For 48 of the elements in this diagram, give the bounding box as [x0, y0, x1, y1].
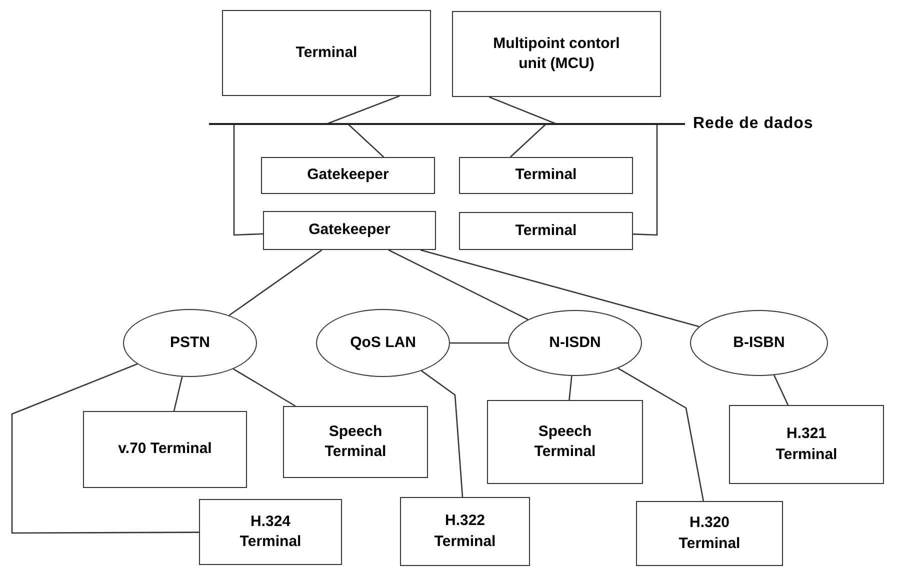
device-box [83, 411, 247, 488]
connector-line [568, 376, 572, 400]
connector-line [450, 342, 508, 344]
device-box [452, 11, 661, 97]
node-label: H.324 Terminal [238, 512, 302, 552]
node-label: B-ISBN [733, 332, 785, 353]
device-box [283, 406, 428, 478]
node-label: v.70 Terminal [118, 439, 212, 460]
device-box [459, 212, 633, 250]
node-label: H.322 Terminal [433, 511, 497, 552]
connector-line [326, 95, 400, 125]
node-label: Terminal [515, 165, 577, 186]
connector-line [420, 249, 700, 328]
node-label: PSTN [170, 332, 210, 353]
network-label: Rede de dados [693, 115, 814, 133]
device-box [400, 497, 530, 566]
connector-line [774, 374, 789, 406]
device-box [636, 501, 783, 566]
connector-line [233, 124, 264, 236]
device-box [261, 157, 435, 194]
node-label: Gatekeeper [307, 165, 389, 186]
node-label: Speech Terminal [324, 422, 388, 462]
node-label: Terminal [296, 42, 358, 63]
connector-line [11, 363, 199, 534]
connector-line [232, 368, 296, 407]
connector-line [421, 370, 464, 498]
node-label: H.320 Terminal [678, 513, 742, 554]
connector-line [348, 124, 384, 158]
connector-line [173, 376, 183, 412]
node-label: Gatekeeper [308, 220, 390, 240]
node-label: QoS LAN [350, 332, 416, 353]
node-label: Speech Terminal [533, 422, 597, 462]
node-label: Terminal [515, 220, 577, 241]
connector-line [388, 249, 528, 320]
connector-line [632, 124, 658, 236]
device-box [459, 157, 633, 194]
device-box [263, 211, 436, 250]
device-box [222, 10, 431, 96]
device-box [487, 400, 643, 484]
connector-line [510, 124, 546, 158]
node-label: Multipoint contorl unit (MCU) [492, 34, 621, 74]
node-label: N-ISDN [549, 332, 601, 353]
connector-line [618, 368, 704, 502]
device-box [199, 499, 342, 565]
connector-line [488, 96, 557, 125]
connector-line [228, 249, 322, 316]
node-label: H.321 Terminal [774, 424, 838, 464]
device-box [729, 405, 884, 484]
